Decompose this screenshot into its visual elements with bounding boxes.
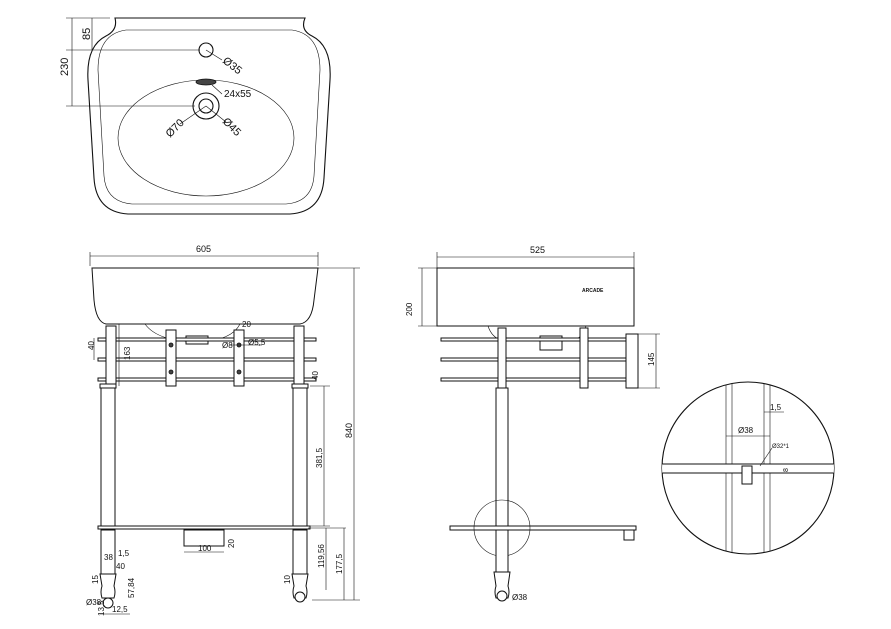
- front-view: 605 840: [86, 244, 360, 616]
- foot-dim-13-5-label: 13,5: [97, 600, 106, 616]
- front-lower-leg-right: [292, 529, 308, 575]
- side-bottom-shelf: [449, 525, 637, 531]
- dim-waste-outer-label: Ø70: [164, 117, 187, 140]
- side-dim-145-label: 145: [647, 352, 656, 366]
- foot-dim-38-label: 38: [104, 553, 113, 562]
- side-rail-2: [440, 357, 636, 362]
- front-dim-100-label: 100: [198, 544, 212, 553]
- front-dim-40-right-label: 40: [311, 371, 320, 380]
- overflow-slot: [195, 78, 217, 86]
- dim-85-label: 85: [81, 28, 93, 40]
- side-brand-label: ARCADE: [582, 288, 604, 294]
- dim-waste-inner-label: Ø45: [220, 116, 243, 139]
- front-dim-119-56-label: 119,56: [317, 544, 326, 568]
- waste-inner: [198, 98, 214, 114]
- side-basin: [436, 267, 635, 327]
- dim-230-label: 230: [59, 58, 71, 76]
- front-height-label: 840: [344, 423, 354, 438]
- front-bracket-4: [293, 325, 305, 387]
- detail-dim-1-5-label: 1,5: [770, 403, 782, 412]
- bowl-outline: [117, 79, 295, 197]
- foot-dim-40-label: 40: [116, 562, 125, 571]
- top-view: 85 230 Ø35 24x55 Ø70 Ø45: [59, 17, 331, 215]
- dim-tap-hole-label: Ø35: [220, 55, 244, 77]
- front-dim-40-label: 40: [87, 341, 96, 350]
- front-bracket-2: [165, 329, 177, 387]
- side-foot-dia-label: Ø38: [512, 593, 528, 602]
- basin-rim-inner: [97, 29, 321, 205]
- front-dim-5-5-label: Ø5,5: [248, 338, 266, 347]
- front-dim-163-label: 163: [123, 346, 132, 360]
- detail-dim-32-label: Ø32*1: [772, 444, 790, 450]
- front-dim-rail-dia-label: Ø8: [222, 341, 233, 350]
- side-rail-3: [440, 377, 636, 382]
- front-lower-leg-left: [100, 529, 116, 575]
- detail-dim-8-label: 8: [783, 468, 790, 472]
- front-dim-20-top-label: 20: [242, 320, 251, 329]
- dim-overflow-label: 24x55: [224, 89, 252, 100]
- foot-dim-12-5-label: 12,5: [112, 605, 128, 614]
- front-bracket-1: [105, 325, 117, 387]
- front-dim-10-label: 10: [283, 575, 292, 584]
- front-foot-right: [291, 573, 309, 599]
- front-shelf-bracket: [183, 529, 225, 547]
- front-dim-177-5-label: 177,5: [335, 553, 344, 574]
- front-width-label: 605: [196, 244, 211, 254]
- side-wall-plate: [625, 333, 639, 389]
- foot-dim-15-label: 15: [91, 575, 100, 584]
- detail-dim-38-label: Ø38: [738, 426, 754, 435]
- foot-dim-38-dia-label: Ø38: [86, 598, 102, 607]
- front-basin: [91, 267, 319, 325]
- side-rail-1: [440, 337, 636, 342]
- front-dim-381-5-label: 381,5: [315, 447, 324, 468]
- detail-view: 1,5 Ø38 Ø32*1 8: [661, 381, 835, 555]
- foot-dim-57-84-label: 57,84: [127, 577, 136, 598]
- front-rail-3: [97, 377, 317, 382]
- front-bracket-3: [233, 329, 245, 387]
- side-height-label: 200: [405, 302, 414, 316]
- side-foot: [493, 571, 511, 599]
- front-leg-right: [292, 385, 308, 529]
- front-rail-2: [97, 357, 317, 362]
- side-leg: [495, 387, 509, 527]
- front-foot-left: [99, 573, 117, 599]
- foot-dim-1-5-label: 1,5: [118, 549, 130, 558]
- front-bottom-shelf: [97, 525, 311, 530]
- front-leg-left: [100, 385, 116, 529]
- front-rail-1: [97, 337, 317, 342]
- side-width-label: 525: [530, 245, 545, 255]
- side-view: 525 ARCADE 200 145 Ø38: [405, 245, 660, 602]
- front-dim-20-bottom-label: 20: [227, 539, 236, 548]
- basin-outline-outer: [87, 17, 331, 215]
